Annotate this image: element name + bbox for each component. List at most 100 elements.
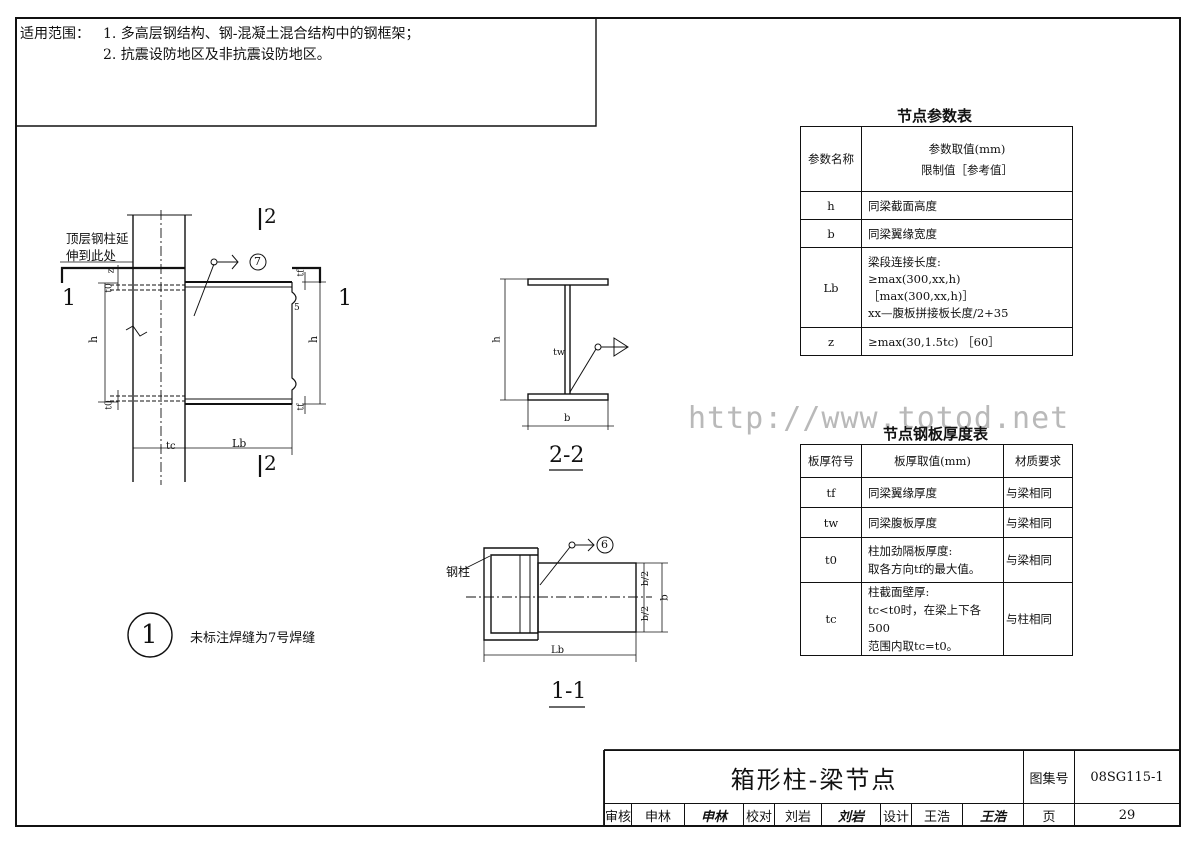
dim-label-lb: Lb (232, 437, 247, 450)
plate-row-symbol: tf (800, 477, 862, 508)
param-row: Lb 梁段连接长度: ≥max(300,xx,h) ［max(300,xx,h)… (800, 247, 1073, 328)
review-label: 审核 (604, 803, 632, 827)
page-number: 29 (1074, 803, 1180, 827)
designer-signature: 王浩 (962, 803, 1024, 827)
dim-label-tf-top: tf (296, 269, 307, 277)
param-row-name: z (800, 327, 862, 356)
dim-label-tf-bottom: tf (296, 403, 307, 411)
scope-box-border (16, 18, 597, 127)
plate-row: tc 柱截面壁厚: tc<t0时，在梁上下各500 范围内取tc=t0。 与柱相… (800, 582, 1073, 656)
dim-label-radius: 5 (294, 303, 300, 313)
param-table-header-name: 参数名称 (800, 126, 862, 192)
plate-table: 板厚符号 板厚取值(mm) 材质要求 tf 同梁翼缘厚度 与梁相同 tw 同梁腹… (800, 444, 1073, 656)
param-row: z ≥max(30,1.5tc) ［60］ (800, 327, 1073, 356)
param-table-title: 节点参数表 (897, 107, 973, 125)
plate-row-value-line: 柱加劲隔板厚度: (868, 544, 953, 558)
checker-signature: 刘岩 (821, 803, 881, 827)
scope-label: 适用范围： (20, 26, 90, 42)
param-row-value: ≥max(30,1.5tc) ［60］ (861, 327, 1073, 356)
section-mark-1-right: 1 (338, 286, 352, 311)
param-row-name: h (800, 191, 862, 220)
param-row: h 同梁截面高度 (800, 191, 1073, 220)
section-1-1-half-b-top: b/2 (640, 570, 652, 587)
plate-table-header-value: 板厚取值(mm) (861, 444, 1004, 478)
section-2-2-title: 2-2 (549, 443, 585, 468)
plate-row: t0 柱加劲隔板厚度: 取各方向tf的最大值。 与梁相同 (800, 537, 1073, 583)
title-block: 箱形柱-梁节点 图集号 08SG115-1 审核 申林 申林 校对 刘岩 刘岩 … (604, 750, 1180, 827)
section-1-1-title: 1-1 (551, 679, 587, 704)
dim-label-t0-bottom: t0 (104, 400, 115, 410)
plate-row-material: 与梁相同 (1003, 477, 1073, 508)
section-1-1-weld-number: 6 (601, 538, 608, 551)
plate-row-material: 与梁相同 (1003, 507, 1073, 538)
elevation-view (60, 208, 326, 485)
section-2-2-view (500, 278, 629, 471)
param-row-value: 梁段连接长度: ≥max(300,xx,h) ［max(300,xx,h)］ x… (861, 247, 1073, 328)
section-1-1-view (461, 536, 668, 708)
section-1-1-column-label: 钢柱 (446, 565, 471, 579)
dim-label-t0-top: t0 (104, 283, 115, 293)
page-label: 页 (1023, 803, 1075, 827)
param-table-header-value: 参数取值(mm) 限制值［参考值］ (861, 126, 1073, 192)
plate-table-header-material: 材质要求 (1003, 444, 1073, 478)
plate-row-symbol: t0 (800, 537, 862, 583)
param-table-header-value-line1: 参数取值(mm) (928, 141, 1006, 156)
plate-row-value-line: 取各方向tf的最大值。 (868, 562, 981, 576)
atlas-label: 图集号 (1023, 750, 1075, 804)
dim-label-h-right: h (307, 335, 321, 344)
plate-row-material: 与梁相同 (1003, 537, 1073, 583)
plate-row-value: 同梁腹板厚度 (861, 507, 1004, 538)
param-row-value: 同梁截面高度 (861, 191, 1073, 220)
section-2-2-b: b (564, 413, 571, 424)
plate-table-title: 节点钢板厚度表 (883, 425, 989, 443)
watermark: http://www.totod.net (688, 401, 1070, 436)
param-row: b 同梁翼缘宽度 (800, 219, 1073, 248)
design-label: 设计 (880, 803, 912, 827)
detail-number-circle (127, 612, 173, 658)
param-row-value-line: ［max(300,xx,h)］ (868, 288, 974, 303)
atlas-number: 08SG115-1 (1074, 750, 1180, 804)
section-1-1-b: b (659, 594, 671, 601)
checker-name: 刘岩 (774, 803, 822, 827)
section-2-2-tw: tw (553, 347, 565, 358)
plate-row-value: 柱加劲隔板厚度: 取各方向tf的最大值。 (861, 537, 1004, 583)
param-row-value-line: xx—腹板拼接板长度/2+35 (868, 305, 1009, 320)
section-mark-2-top: 2 (264, 204, 277, 228)
param-row-value-line: ≥max(300,xx,h) (868, 271, 961, 286)
plate-row-value-line: 柱截面壁厚: (868, 585, 930, 599)
scope-item-1: 1. 多高层钢结构、钢-混凝土混合结构中的钢框架； (103, 26, 420, 42)
column-note-line1: 顶层钢柱延 (66, 231, 129, 246)
drawing-frame (15, 17, 1181, 827)
detail-number: 1 (141, 620, 158, 650)
reviewer-signature: 申林 (684, 803, 744, 827)
param-table: 参数名称 参数取值(mm) 限制值［参考值］ h 同梁截面高度 b 同梁翼缘宽度… (800, 126, 1073, 356)
dim-label-z: z (106, 268, 117, 274)
plate-row-value-line: 范围内取tc=t0。 (868, 639, 959, 653)
designer-name: 王浩 (911, 803, 963, 827)
section-2-2-h: h (491, 336, 503, 343)
plate-row-value-line: tc<t0时，在梁上下各500 (868, 603, 982, 635)
plate-row: tw 同梁腹板厚度 与梁相同 (800, 507, 1073, 538)
plate-row-material: 与柱相同 (1003, 582, 1073, 656)
section-mark-2-bottom: 2 (264, 451, 277, 475)
param-row-name: b (800, 219, 862, 248)
param-row-value-line: 梁段连接长度: (868, 254, 941, 269)
drawing-title: 箱形柱-梁节点 (604, 750, 1024, 804)
column-note-line2: 伸到此处 (66, 248, 117, 263)
check-label: 校对 (743, 803, 775, 827)
section-1-1-lb: Lb (551, 645, 565, 656)
plate-row-value: 同梁翼缘厚度 (861, 477, 1004, 508)
scope-item-2: 2. 抗震设防地区及非抗震设防地区。 (103, 47, 331, 63)
plate-row-symbol: tw (800, 507, 862, 538)
plate-row: tf 同梁翼缘厚度 与梁相同 (800, 477, 1073, 508)
param-row-value: 同梁翼缘宽度 (861, 219, 1073, 248)
detail-note-text: 未标注焊缝为7号焊缝 (190, 631, 316, 646)
plate-row-value: 柱截面壁厚: tc<t0时，在梁上下各500 范围内取tc=t0。 (861, 582, 1004, 656)
param-row-name: Lb (800, 247, 862, 328)
param-table-header-value-line2: 限制值［参考值］ (921, 162, 1013, 177)
dim-label-tc: tc (166, 441, 176, 452)
section-1-1-half-b-bottom: b/2 (640, 605, 652, 622)
weld-symbol-number: 7 (254, 255, 261, 268)
section-mark-1-left: 1 (62, 286, 76, 311)
plate-row-symbol: tc (800, 582, 862, 656)
